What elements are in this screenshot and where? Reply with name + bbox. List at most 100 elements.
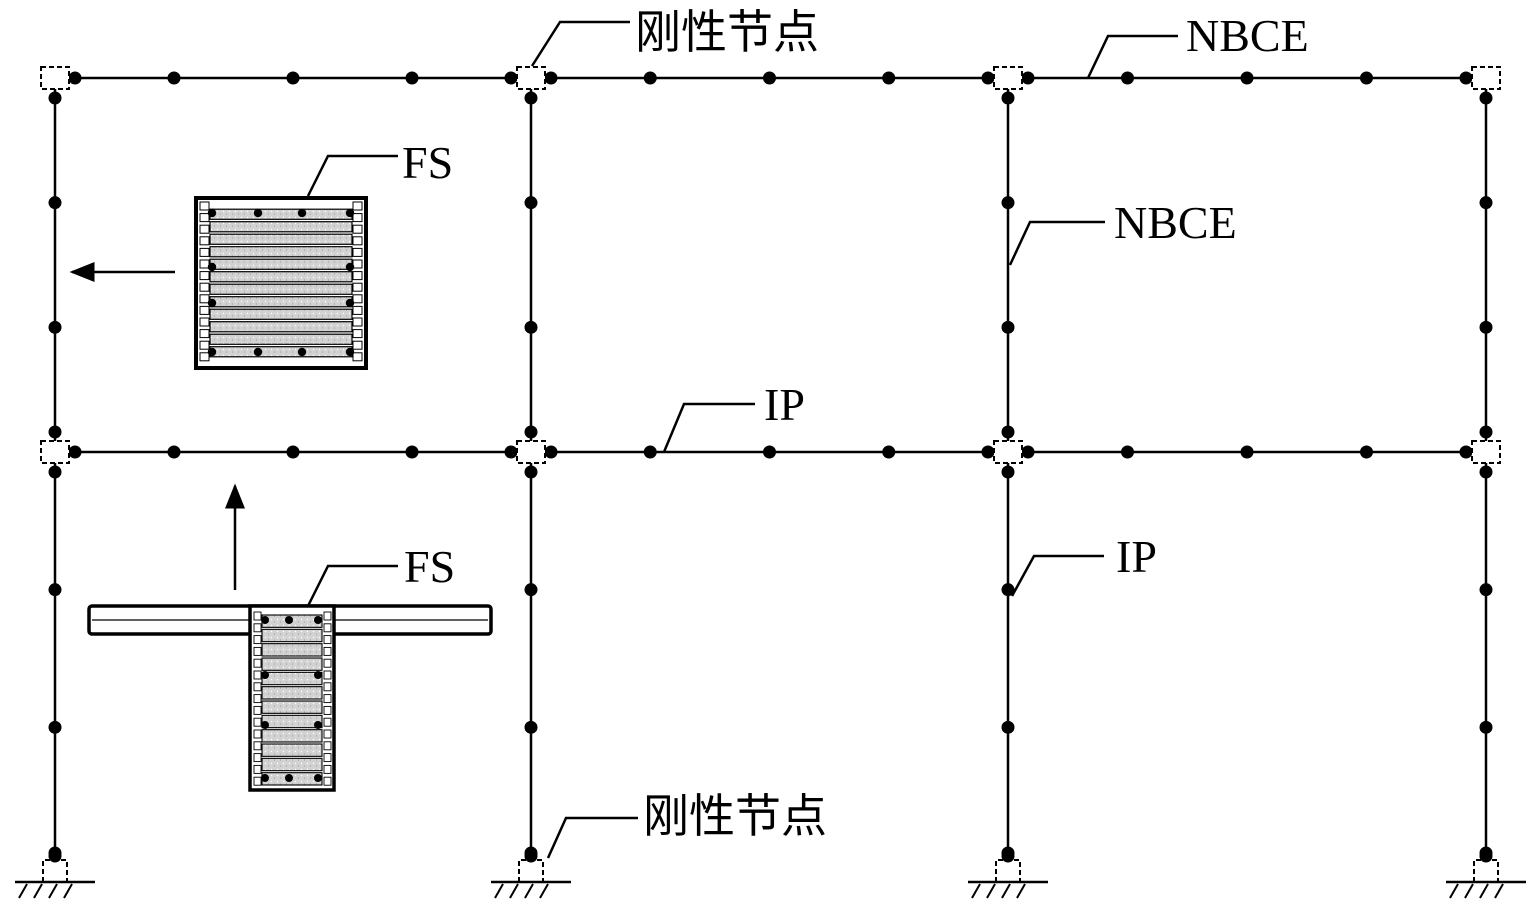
- cover-fiber: [253, 635, 262, 645]
- integration-point: [524, 91, 538, 105]
- integration-point: [1479, 583, 1493, 597]
- cover-fiber: [352, 340, 363, 350]
- cover-fiber: [253, 717, 262, 727]
- cover-fiber: [253, 611, 262, 621]
- fiber: [209, 346, 353, 358]
- cover-fiber: [323, 694, 332, 704]
- fiber: [209, 271, 353, 283]
- rigid-joints: [40, 66, 1501, 464]
- integration-point: [1001, 196, 1015, 210]
- leader-fs-beam: [306, 564, 398, 607]
- integration-point: [68, 445, 82, 459]
- integration-point: [48, 320, 62, 334]
- integration-point: [524, 465, 538, 479]
- leader-ip-column: [1010, 554, 1104, 597]
- cover-fiber: [253, 623, 262, 633]
- integration-point: [1479, 196, 1493, 210]
- cover-fiber: [199, 329, 210, 339]
- fixed-support: [15, 849, 95, 899]
- hatch-mark: [509, 883, 519, 899]
- integration-point: [1479, 720, 1493, 734]
- leader-ip-beam: [662, 402, 755, 453]
- integration-point: [1479, 425, 1493, 439]
- integration-point: [1479, 91, 1493, 105]
- support-joint: [1473, 859, 1499, 882]
- integration-point: [524, 425, 538, 439]
- beam-fiber-section: [87, 604, 493, 792]
- rebar: [297, 208, 307, 218]
- cover-fiber: [323, 682, 332, 692]
- integration-point: [48, 425, 62, 439]
- fiber: [209, 258, 353, 270]
- fiber: [209, 308, 353, 320]
- cover-fiber: [323, 611, 332, 621]
- fixed-support: [1446, 849, 1526, 899]
- leader-rigid-joint-bottom: [546, 816, 638, 859]
- fiber: [261, 657, 323, 671]
- fiber: [209, 333, 353, 345]
- cover-fiber: [253, 658, 262, 668]
- rigid-joint: [40, 66, 70, 90]
- label-ip-column: IP: [1116, 531, 1157, 582]
- support-joint: [42, 859, 68, 882]
- cover-fiber: [253, 741, 262, 751]
- rebar: [207, 262, 217, 272]
- integration-point: [763, 445, 776, 459]
- integration-point: [48, 583, 62, 597]
- integration-point: [1001, 720, 1015, 734]
- rigid-joint: [993, 440, 1023, 464]
- fiber: [261, 628, 323, 643]
- integration-point: [68, 71, 82, 85]
- integration-point: [1001, 465, 1015, 479]
- fiber: [261, 700, 323, 714]
- hatch-mark: [1016, 883, 1026, 899]
- rigid-joint: [993, 66, 1023, 90]
- cover-fiber: [253, 776, 262, 786]
- cover-fiber: [199, 352, 210, 362]
- cover-fiber: [253, 694, 262, 704]
- cover-fiber: [323, 658, 332, 668]
- integration-point: [1240, 71, 1254, 85]
- cover-fiber: [352, 259, 363, 269]
- cover-fiber: [352, 317, 363, 327]
- integration-point: [524, 320, 538, 334]
- cover-fiber: [199, 236, 210, 246]
- fiber: [209, 246, 353, 258]
- rebar: [207, 298, 217, 308]
- integration-point: [48, 720, 62, 734]
- support-joint: [995, 859, 1021, 882]
- rebar: [285, 616, 293, 624]
- integration-point: [1001, 425, 1015, 439]
- fixed-supports: [15, 849, 1526, 899]
- leader-nbce-beam: [1086, 34, 1178, 79]
- integration-point: [1240, 445, 1254, 459]
- fiber: [261, 729, 323, 743]
- cover-fiber: [323, 670, 332, 680]
- rigid-joint: [1471, 440, 1501, 464]
- cover-fiber: [323, 729, 332, 739]
- cover-fiber: [199, 317, 210, 327]
- integration-point: [882, 71, 896, 85]
- hatch-mark: [33, 883, 43, 899]
- rigid-joint: [516, 66, 546, 90]
- cover-fiber: [352, 329, 363, 339]
- fiber: [261, 714, 323, 729]
- hatch-mark: [1494, 883, 1504, 899]
- fiber: [209, 296, 353, 308]
- label-nbce-column: NBCE: [1114, 197, 1237, 248]
- integration-point: [286, 445, 300, 459]
- integration-point: [504, 445, 518, 459]
- fiber: [261, 643, 323, 657]
- cover-fiber: [352, 294, 363, 304]
- fiber: [209, 321, 353, 333]
- integration-point: [1021, 445, 1035, 459]
- integration-point: [48, 849, 62, 863]
- integration-point: [405, 445, 419, 459]
- cover-fiber: [323, 717, 332, 727]
- label-fs-beam: FS: [404, 541, 455, 592]
- cover-fiber: [199, 294, 210, 304]
- cover-fiber: [323, 646, 332, 656]
- integration-point: [1001, 849, 1015, 863]
- rebar: [345, 298, 355, 308]
- integration-point: [524, 196, 538, 210]
